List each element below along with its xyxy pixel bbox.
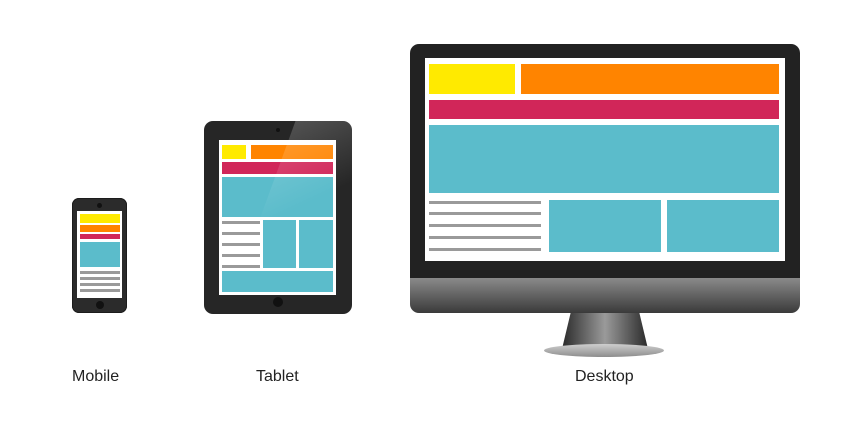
caption-desktop: Desktop <box>575 368 634 385</box>
desktop-hero-block <box>429 125 779 193</box>
desktop-screen <box>425 58 785 261</box>
tablet-text-line <box>222 243 260 246</box>
tablet-icon <box>204 121 352 314</box>
mobile-text-line <box>80 289 120 292</box>
desktop-text-line <box>429 236 541 239</box>
home-button-icon <box>96 301 104 309</box>
desktop-header-block <box>429 64 515 94</box>
mobile-text-line <box>80 277 120 280</box>
desktop-content-block <box>549 200 661 252</box>
mobile-text-line <box>80 271 120 274</box>
tablet-banner-block <box>222 162 333 174</box>
mobile-hero-block <box>80 242 120 267</box>
tablet-content-block <box>263 220 296 268</box>
caption-tablet: Tablet <box>256 368 299 385</box>
tablet-content-block <box>299 220 333 268</box>
monitor-base <box>544 344 664 357</box>
camera-icon <box>276 128 280 132</box>
caption-mobile: Mobile <box>72 368 120 385</box>
desktop-text-line <box>429 248 541 251</box>
tablet-text-line <box>222 265 260 268</box>
monitor-chin <box>410 278 800 313</box>
home-button-icon <box>273 297 283 307</box>
tablet-hero-block <box>222 177 333 217</box>
tablet-footer-block <box>222 271 333 292</box>
monitor-stand <box>562 313 648 349</box>
mobile-screen <box>77 211 122 298</box>
tablet-header-block <box>222 145 246 159</box>
mobile-header-block <box>80 214 120 223</box>
monitor-icon <box>410 44 800 278</box>
desktop-content-block <box>667 200 779 252</box>
mobile-banner-block <box>80 234 120 239</box>
desktop-text-line <box>429 201 541 204</box>
tablet-text-line <box>222 221 260 224</box>
tablet-screen <box>219 140 336 295</box>
tablet-text-line <box>222 232 260 235</box>
desktop-banner-block <box>429 100 779 119</box>
smartphone-icon <box>72 198 127 313</box>
mobile-nav-block <box>80 225 120 232</box>
desktop-text-line <box>429 224 541 227</box>
desktop-text-line <box>429 212 541 215</box>
camera-icon <box>97 203 102 208</box>
desktop-nav-block <box>521 64 779 94</box>
mobile-text-line <box>80 283 120 286</box>
tablet-text-line <box>222 254 260 257</box>
tablet-nav-block <box>251 145 333 159</box>
